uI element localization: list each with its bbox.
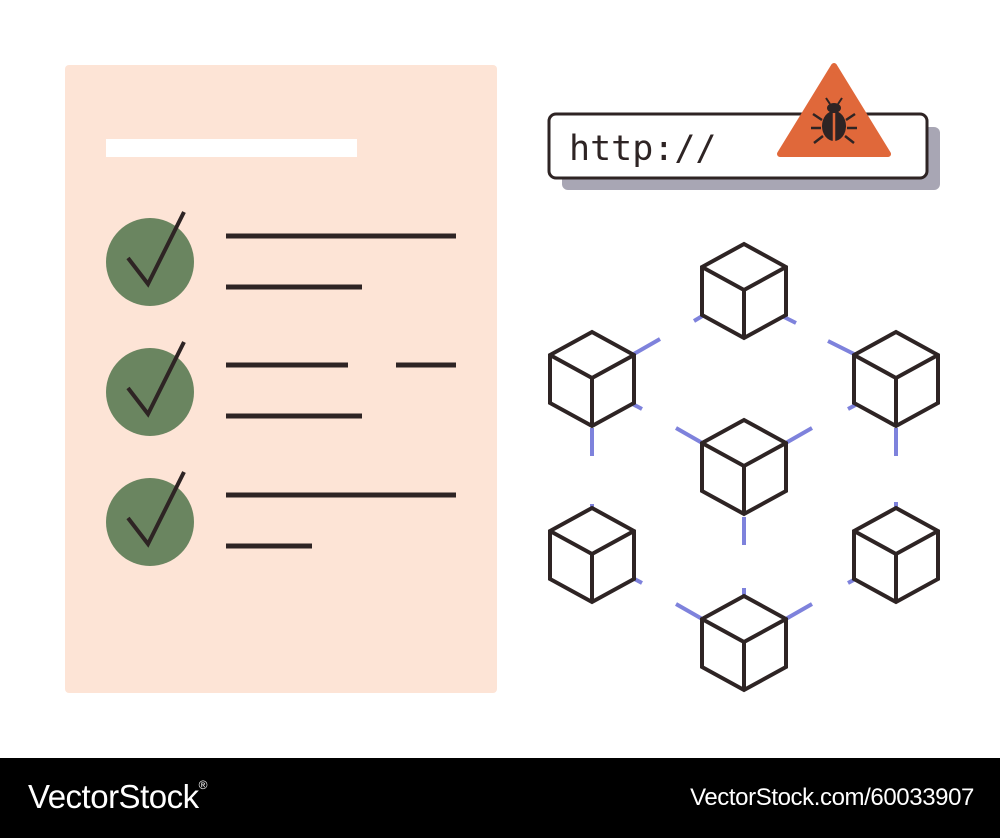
cube-icon (700, 417, 788, 517)
connector-line (783, 426, 813, 446)
cube-icon (700, 241, 788, 341)
check-icon (126, 341, 186, 418)
image-id: VectorStock.com/60033907 (690, 784, 974, 811)
connector-line (675, 602, 705, 622)
address-bar: http:// (547, 63, 940, 190)
footer-bar: VectorStock® VectorStock.com/60033907 (0, 758, 1000, 838)
connector-line (631, 337, 661, 357)
cube-icon (852, 329, 940, 429)
check-circle (106, 478, 194, 566)
cube-icon (700, 593, 788, 693)
registered-mark: ® (198, 778, 208, 792)
checklist-item (106, 471, 456, 566)
connector-line (675, 426, 705, 446)
checklist-item (106, 341, 456, 436)
check-icon (126, 211, 186, 288)
document-title-bar (106, 139, 357, 157)
cube-icon (548, 329, 636, 429)
connector-line (827, 339, 857, 357)
brand-logo: VectorStock® (28, 778, 207, 816)
cube-icon (852, 505, 940, 605)
check-circle (106, 218, 194, 306)
brand-name: VectorStock (28, 778, 199, 815)
check-circle (106, 348, 194, 436)
check-icon (126, 471, 186, 548)
bug-icon (811, 97, 857, 144)
connector-line (783, 602, 813, 622)
illustration-svg: http:// (106, 63, 940, 693)
checklist-item (106, 211, 456, 306)
address-bar-url: http:// (569, 129, 717, 169)
illustration: http:// (65, 63, 940, 693)
cube-icon (548, 505, 636, 605)
blockchain-network (548, 241, 940, 693)
